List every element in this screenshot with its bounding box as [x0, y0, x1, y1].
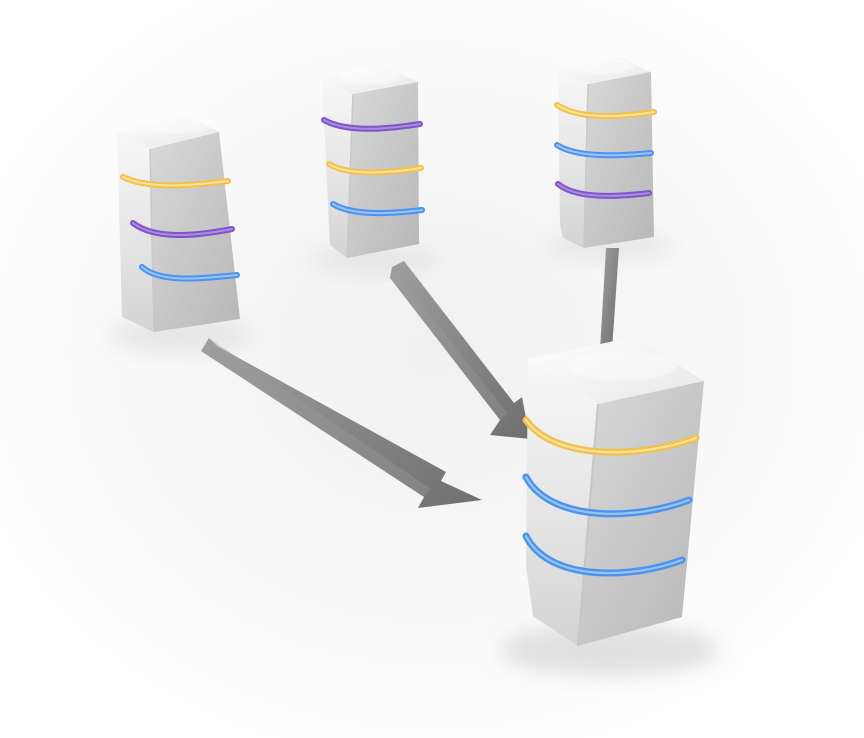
arrow-from-left-server: [201, 338, 482, 508]
source-server-right: [554, 57, 657, 249]
source-server-middle: [321, 67, 425, 259]
server-front-face: [558, 69, 588, 248]
arrow-from-middle-server: [390, 261, 530, 439]
arrow-from-right-server: [600, 248, 619, 350]
server-side-face: [584, 72, 654, 248]
target-server: [522, 337, 704, 647]
shadow-target-server: [500, 624, 720, 676]
